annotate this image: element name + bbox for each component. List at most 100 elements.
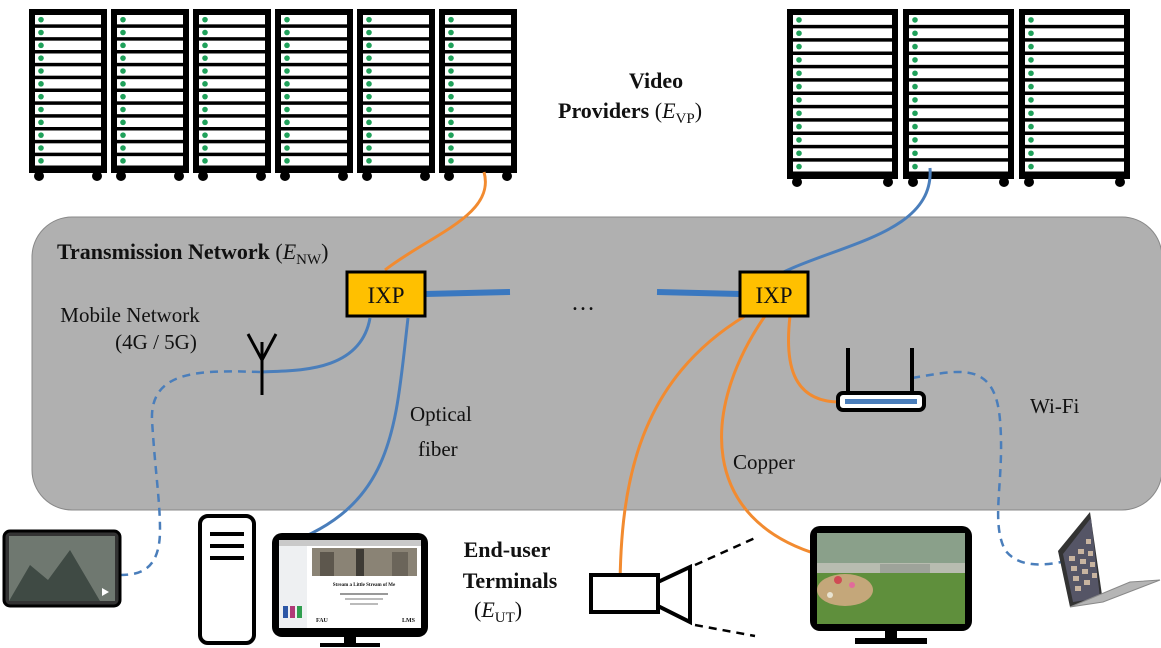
server-status-led bbox=[448, 132, 454, 138]
server-rack bbox=[275, 9, 353, 181]
server-status-led bbox=[38, 93, 44, 100]
server-status-led bbox=[796, 163, 802, 170]
server-status-led bbox=[120, 145, 126, 151]
server-status-led bbox=[366, 42, 372, 49]
rack-wheel bbox=[908, 177, 918, 187]
wireless-link-router-to-laptop bbox=[911, 370, 1071, 566]
server-status-led bbox=[1028, 30, 1034, 37]
network-title: Transmission Network (ENW) bbox=[57, 239, 329, 268]
ixp-right: IXP bbox=[738, 270, 810, 318]
server-status-led bbox=[912, 97, 918, 103]
server-status-led bbox=[796, 57, 802, 63]
server-status-led bbox=[284, 68, 290, 74]
server-status-led bbox=[448, 81, 454, 87]
fiber-cable-ixp-to-antenna bbox=[261, 317, 372, 374]
server-status-led bbox=[120, 93, 126, 100]
server-status-led bbox=[448, 29, 454, 36]
server-status-led bbox=[796, 83, 802, 90]
server-status-led bbox=[202, 68, 208, 74]
server-status-led bbox=[366, 81, 372, 87]
video-providers-label: Video Providers (EVP) bbox=[558, 68, 702, 127]
server-status-led bbox=[1028, 83, 1034, 90]
server-rack bbox=[787, 9, 898, 187]
server-status-led bbox=[912, 43, 918, 50]
server-status-led bbox=[120, 158, 126, 164]
server-rack bbox=[29, 9, 107, 181]
server-status-led bbox=[38, 42, 44, 49]
copper-cable-ixp-to-router bbox=[786, 315, 841, 404]
server-status-led bbox=[202, 16, 208, 23]
antenna-icon bbox=[246, 333, 278, 395]
server-status-led bbox=[1028, 43, 1034, 50]
server-status-led bbox=[912, 17, 918, 23]
server-status-led bbox=[38, 16, 44, 23]
server-status-led bbox=[448, 158, 454, 164]
copper-cable-ixp-to-camera bbox=[618, 314, 746, 594]
server-status-led bbox=[796, 97, 802, 103]
server-status-led bbox=[448, 16, 454, 23]
server-status-led bbox=[1028, 70, 1034, 77]
server-rack bbox=[1019, 9, 1130, 187]
server-status-led bbox=[120, 55, 126, 61]
server-status-led bbox=[796, 43, 802, 50]
ixp-ellipsis: … bbox=[571, 290, 595, 316]
server-status-led bbox=[120, 68, 126, 74]
server-status-led bbox=[366, 93, 372, 100]
rack-wheel bbox=[280, 171, 290, 181]
optical-fiber-label-line1: Optical bbox=[410, 402, 472, 426]
slide-title: Stream a Little Stream of Me bbox=[333, 583, 396, 588]
transmission-network-area bbox=[31, 216, 1161, 511]
server-status-led bbox=[284, 16, 290, 23]
svg-text:Terminals: Terminals bbox=[463, 568, 558, 593]
server-status-led bbox=[202, 55, 208, 61]
server-status-led bbox=[1028, 150, 1034, 157]
server-status-led bbox=[796, 30, 802, 37]
rack-wheel bbox=[174, 171, 184, 181]
server-status-led bbox=[120, 132, 126, 138]
rack-wheel bbox=[116, 171, 126, 181]
rack-wheel bbox=[420, 171, 430, 181]
server-rack bbox=[439, 9, 517, 181]
server-rack bbox=[903, 9, 1014, 187]
server-status-led bbox=[284, 29, 290, 36]
rack-wheel bbox=[362, 171, 372, 181]
server-status-led bbox=[284, 106, 290, 113]
server-status-led bbox=[38, 106, 44, 113]
server-status-led bbox=[1028, 57, 1034, 63]
server-status-led bbox=[796, 123, 802, 130]
slide-logo-lms: LMS bbox=[402, 618, 416, 624]
svg-text:End-user: End-user bbox=[464, 537, 551, 562]
tv-monitor-icon bbox=[810, 526, 972, 644]
server-status-led bbox=[202, 106, 208, 113]
rack-wheel bbox=[444, 171, 454, 181]
rack-wheel bbox=[92, 171, 102, 181]
server-status-led bbox=[38, 132, 44, 138]
server-status-led bbox=[796, 150, 802, 157]
server-status-led bbox=[448, 68, 454, 74]
server-status-led bbox=[448, 106, 454, 113]
server-status-led bbox=[284, 132, 290, 138]
server-status-led bbox=[796, 17, 802, 23]
server-status-led bbox=[284, 93, 290, 100]
server-status-led bbox=[448, 42, 454, 49]
copper-cable-ixp-to-monitor bbox=[720, 315, 821, 557]
server-status-led bbox=[912, 150, 918, 157]
server-status-led bbox=[1028, 163, 1034, 170]
server-status-led bbox=[38, 55, 44, 61]
server-status-led bbox=[284, 42, 290, 49]
server-status-led bbox=[202, 145, 208, 151]
desktop-monitor-icon: Stream a Little Stream of Me FAU LMS bbox=[272, 533, 428, 647]
server-status-led bbox=[38, 81, 44, 87]
rack-wheel bbox=[1024, 177, 1034, 187]
server-status-led bbox=[120, 106, 126, 113]
svg-text:(EUT): (EUT) bbox=[474, 597, 522, 626]
server-status-led bbox=[284, 55, 290, 61]
server-status-led bbox=[366, 16, 372, 23]
copper-label: Copper bbox=[733, 450, 795, 474]
server-status-led bbox=[202, 29, 208, 36]
server-status-led bbox=[38, 158, 44, 164]
camera-icon bbox=[589, 536, 756, 638]
svg-text:Providers (EVP): Providers (EVP) bbox=[558, 98, 702, 127]
server-status-led bbox=[1028, 123, 1034, 130]
server-status-led bbox=[284, 158, 290, 164]
